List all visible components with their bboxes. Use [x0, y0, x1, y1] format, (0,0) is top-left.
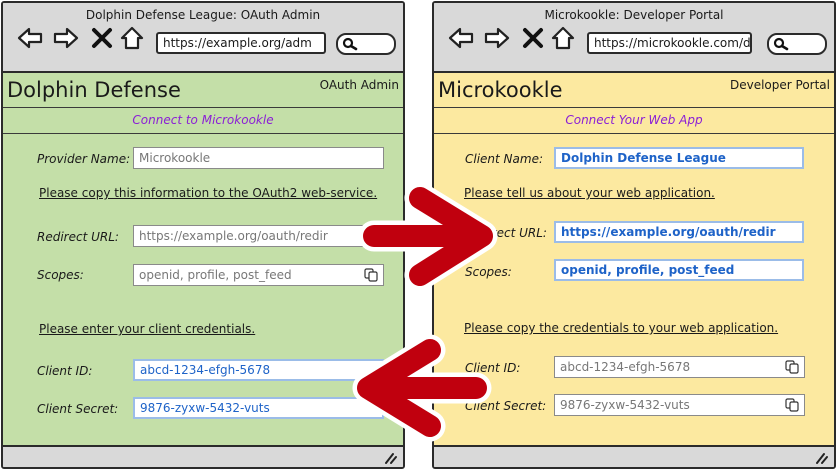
app-name: Dolphin Defense	[7, 78, 181, 102]
page-subheading: Connect to Microkookle	[132, 113, 274, 127]
client-secret-input[interactable]: 9876-zyxw-5432-vuts	[133, 397, 384, 419]
client-credentials-note: Please enter your client credentials.	[39, 322, 256, 336]
provider-name-label: Provider Name:	[37, 152, 131, 166]
provider-name-field[interactable]: Microkookle	[133, 147, 384, 169]
forward-arrow-icon[interactable]	[53, 25, 79, 51]
page-subheading: Connect Your Web App	[565, 113, 703, 127]
client-secret-value: 9876-zyxw-5432-vuts	[560, 398, 690, 412]
client-id-input[interactable]: abcd-1234-efgh-5678	[133, 359, 384, 381]
status-bar	[434, 445, 834, 467]
client-id-field: abcd-1234-efgh-5678	[554, 356, 805, 378]
client-name-label: Client Name:	[465, 152, 543, 166]
divider	[434, 107, 834, 108]
oauth-admin-page: Dolphin Defense OAuth Admin Connect to M…	[3, 73, 403, 445]
right-arrow-icon	[358, 182, 498, 291]
search-bar[interactable]	[767, 33, 827, 55]
browser-chrome: Microkookle: Developer Portal https://mi…	[434, 3, 834, 73]
copy-icon[interactable]	[785, 398, 799, 412]
close-icon[interactable]	[91, 25, 117, 51]
divider	[3, 107, 403, 108]
copy-icon[interactable]	[785, 360, 799, 374]
window-title: Microkookle: Developer Portal	[544, 8, 724, 22]
search-bar[interactable]	[336, 33, 396, 55]
copy-credentials-note: Please copy the credentials to your web …	[464, 321, 779, 335]
url-bar[interactable]: https://example.org/adm	[156, 32, 326, 54]
search-icon	[342, 37, 358, 51]
app-name: Microkookle	[438, 78, 563, 102]
developer-portal-window: Microkookle: Developer Portal https://mi…	[432, 1, 836, 469]
client-name-input[interactable]: Dolphin Defense League	[554, 147, 804, 169]
divider	[3, 133, 403, 134]
client-id-label: Client ID:	[37, 364, 93, 378]
home-icon[interactable]	[119, 25, 145, 51]
client-secret-label: Client Secret:	[465, 399, 547, 413]
copy-info-note: Please copy this information to the OAut…	[39, 186, 378, 200]
left-arrow-icon	[352, 334, 492, 442]
oauth-admin-window: Dolphin Defense League: OAuth Admin http…	[1, 1, 405, 469]
status-bar	[3, 445, 403, 467]
scopes-label: Scopes:	[37, 268, 84, 282]
browser-chrome: Dolphin Defense League: OAuth Admin http…	[3, 3, 403, 73]
section-name: Developer Portal	[729, 78, 830, 92]
divider	[434, 133, 834, 134]
scopes-input[interactable]: openid, profile, post_feed	[554, 259, 804, 281]
scopes-field: openid, profile, post_feed	[133, 264, 384, 286]
section-name: OAuth Admin	[319, 78, 399, 92]
resize-grip-icon[interactable]	[814, 452, 828, 464]
window-title: Dolphin Defense League: OAuth Admin	[85, 8, 321, 22]
scopes-label: Scopes:	[465, 265, 512, 279]
home-icon[interactable]	[550, 25, 576, 51]
redirect-url-input[interactable]: https://example.org/oauth/redir	[554, 221, 804, 243]
resize-grip-icon[interactable]	[383, 452, 397, 464]
tell-us-note: Please tell us about your web applicatio…	[464, 186, 715, 200]
redirect-url-label: Redirect URL:	[37, 230, 119, 244]
client-id-value: abcd-1234-efgh-5678	[560, 360, 691, 374]
search-icon	[773, 37, 789, 51]
client-id-label: Client ID:	[465, 361, 521, 375]
back-arrow-icon[interactable]	[448, 25, 474, 51]
url-bar[interactable]: https://microkookle.com/d	[587, 32, 752, 54]
copy-icon[interactable]	[364, 268, 378, 282]
back-arrow-icon[interactable]	[17, 25, 43, 51]
client-secret-field: 9876-zyxw-5432-vuts	[554, 394, 805, 416]
scopes-value: openid, profile, post_feed	[139, 268, 292, 282]
developer-portal-page: Microkookle Developer Portal Connect You…	[434, 73, 834, 445]
redirect-url-value: https://example.org/oauth/redir	[139, 229, 328, 243]
close-icon[interactable]	[522, 25, 548, 51]
client-secret-label: Client Secret:	[37, 402, 119, 416]
forward-arrow-icon[interactable]	[484, 25, 510, 51]
